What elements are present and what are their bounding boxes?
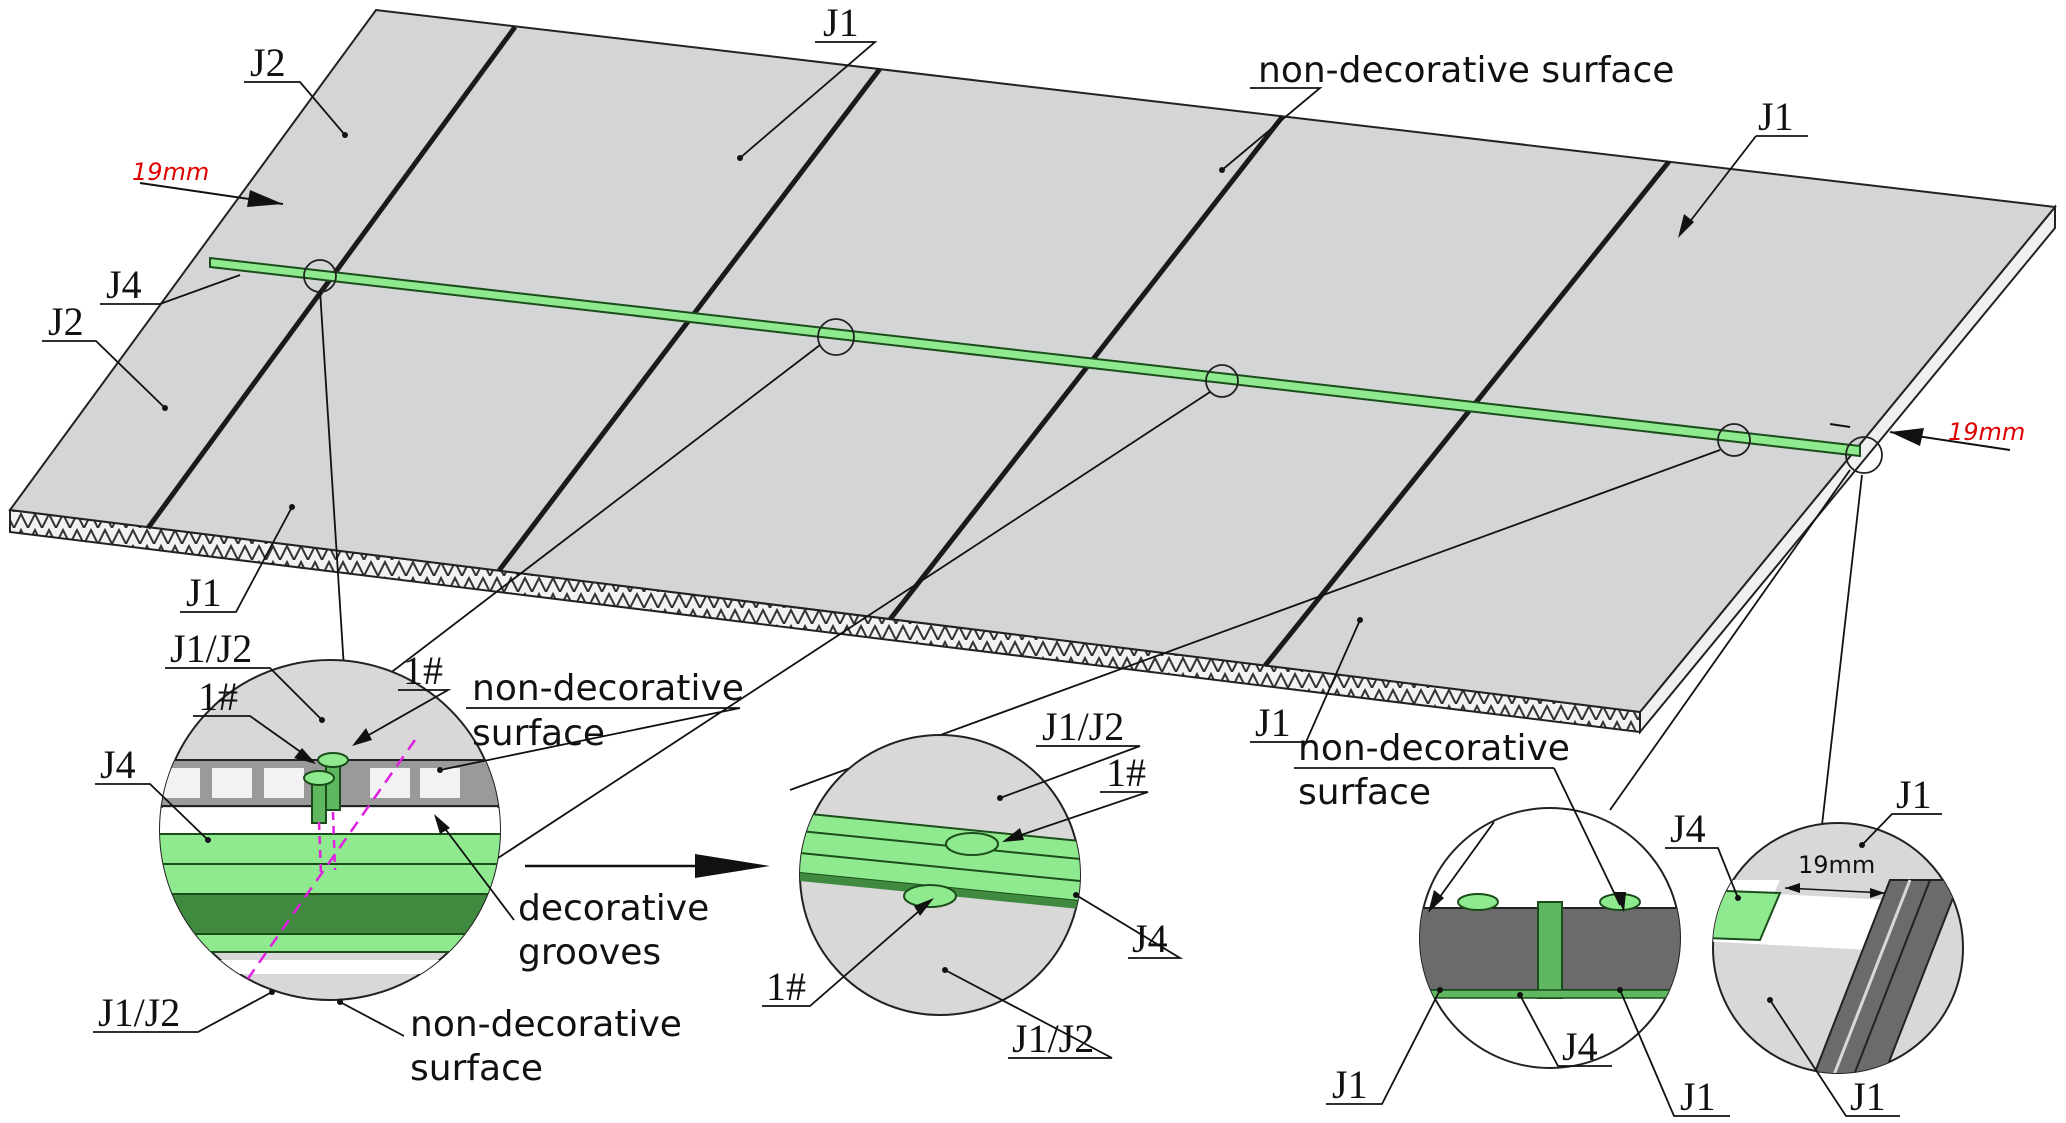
label-detail-a-non-decorative-top: non-decorative surface <box>437 668 744 773</box>
svg-text:J2: J2 <box>250 40 286 85</box>
label-detail-c-j4: J4 <box>1517 992 1612 1069</box>
svg-text:non-decorative: non-decorative <box>1298 728 1570 769</box>
svg-text:1#: 1# <box>1106 750 1146 795</box>
label-detail-c-j1-right: J1 <box>1617 987 1730 1119</box>
svg-text:J1: J1 <box>1896 772 1932 817</box>
label-detail-d-19mm: 19mm <box>1798 851 1875 879</box>
label-detail-d-j1-top: J1 <box>1859 772 1942 848</box>
label-detail-d-j1-bottom: J1 <box>1767 997 1900 1119</box>
svg-text:J4: J4 <box>1670 806 1706 851</box>
svg-text:surface: surface <box>472 713 605 754</box>
flow-arrow <box>525 854 770 878</box>
svg-text:J1: J1 <box>186 570 222 615</box>
svg-text:J1: J1 <box>823 0 859 45</box>
svg-text:J4: J4 <box>1562 1024 1598 1069</box>
label-detail-b-j1-j2-bottom: J1/J2 <box>942 967 1113 1061</box>
detail-leader-lines <box>319 289 1863 861</box>
j4-connecting-strip <box>209 256 1861 458</box>
label-detail-b-screw-top: 1# <box>1002 750 1149 842</box>
svg-text:non-decorative surface: non-decorative surface <box>1258 50 1674 91</box>
label-detail-c-non-decorative: non-decorative surface <box>1294 728 1626 913</box>
label-detail-a-j4: J4 <box>95 742 211 843</box>
dimension-19mm-right: 19mm <box>1829 418 2025 451</box>
svg-text:1#: 1# <box>403 648 443 693</box>
dimension-19mm-left: 19mm <box>132 158 284 207</box>
detail-a-exploded-section <box>159 659 501 1001</box>
svg-text:19mm: 19mm <box>132 158 209 186</box>
main-panel-assembly <box>8 8 2057 735</box>
svg-text:J4: J4 <box>100 742 136 787</box>
svg-text:J1/J2: J1/J2 <box>1012 1016 1094 1061</box>
label-detail-b-j1-j2-top: J1/J2 <box>997 704 1141 801</box>
label-detail-b-screw-bottom: 1# <box>762 898 934 1009</box>
label-j4-main: J4 <box>100 262 241 307</box>
label-j1-top: J1 <box>737 0 878 161</box>
label-non-decorative-top: non-decorative surface <box>1219 50 1674 173</box>
label-detail-b-j4: J4 <box>1073 892 1184 961</box>
svg-text:J1: J1 <box>1255 700 1291 745</box>
svg-text:surface: surface <box>410 1048 543 1089</box>
svg-text:J1: J1 <box>1758 94 1794 139</box>
svg-text:1#: 1# <box>198 674 238 719</box>
detail-c-cross-section <box>1419 807 1681 1069</box>
label-detail-a-decorative-grooves: decorative grooves <box>434 814 709 973</box>
svg-text:non-decorative: non-decorative <box>472 668 744 709</box>
svg-text:J1: J1 <box>1850 1074 1886 1119</box>
label-detail-c-j1-left: J1 <box>1326 987 1443 1107</box>
detail-circle-2 <box>817 318 855 356</box>
detail-d-edge-view <box>1712 822 1964 1074</box>
detail-circle-5 <box>1845 436 1883 474</box>
svg-text:surface: surface <box>1298 772 1431 813</box>
label-j1-left-bottom: J1 <box>180 504 295 615</box>
label-j1-right: J1 <box>1678 94 1808 238</box>
svg-text:J1: J1 <box>1332 1062 1368 1107</box>
svg-text:19mm: 19mm <box>1948 418 2025 446</box>
svg-text:19mm: 19mm <box>1798 851 1875 879</box>
detail-b-assembled-view <box>799 734 1081 1016</box>
svg-text:J4: J4 <box>106 262 142 307</box>
svg-text:J2: J2 <box>48 299 84 344</box>
svg-text:1#: 1# <box>766 964 806 1009</box>
detail-circle-3 <box>1205 364 1239 398</box>
label-detail-a-j1-j2-bottom: J1/J2 <box>93 989 275 1035</box>
svg-text:J1/J2: J1/J2 <box>98 990 180 1035</box>
label-detail-a-non-decorative-bottom: non-decorative surface <box>337 999 682 1089</box>
label-detail-a-screw-right: 1# <box>352 648 452 746</box>
panel-seam-3 <box>1263 160 1671 668</box>
detail-circle-4 <box>1717 423 1751 457</box>
svg-text:grooves: grooves <box>518 932 661 973</box>
label-detail-d-j4: J4 <box>1665 806 1741 901</box>
label-detail-a-j1-j2-top: J1/J2 <box>165 626 325 723</box>
label-detail-a-screw-left: 1# <box>193 674 316 764</box>
svg-text:J1/J2: J1/J2 <box>170 626 252 671</box>
svg-text:J4: J4 <box>1132 916 1168 961</box>
svg-text:non-decorative: non-decorative <box>410 1004 682 1045</box>
label-j1-bottom-right: J1 <box>1250 617 1363 745</box>
svg-text:J1: J1 <box>1680 1074 1716 1119</box>
svg-text:decorative: decorative <box>518 888 709 929</box>
label-j2-lower: J2 <box>42 299 168 411</box>
svg-text:J1/J2: J1/J2 <box>1042 704 1124 749</box>
label-j2-upper: J2 <box>244 40 348 138</box>
